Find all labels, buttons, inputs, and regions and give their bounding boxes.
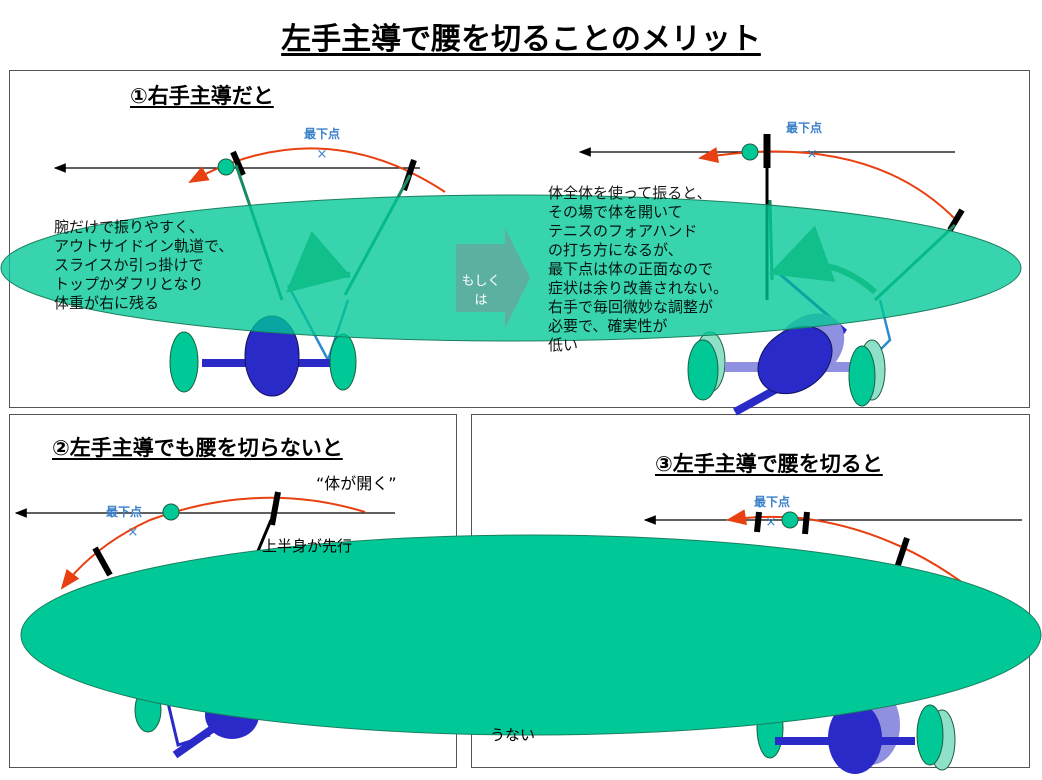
panel-2-title: ②左手主導でも腰を切らないと <box>52 436 343 460</box>
left-foot <box>169 331 199 393</box>
lowest-point-mark: × <box>766 515 777 530</box>
club-head-left <box>754 511 762 533</box>
lowest-point-label-2: 最下点 <box>786 121 823 135</box>
hip-line <box>775 737 915 745</box>
lowest-point-label-3: 最下点 <box>106 505 143 519</box>
or-arrow <box>456 228 530 328</box>
lowest-point-label-4: 最下点 <box>754 495 791 509</box>
or-label: もしくは <box>461 274 501 308</box>
lowest-point-label-1: 最下点 <box>304 127 341 141</box>
slide-title: 左手主導で腰を切ることのメリット <box>281 22 761 57</box>
arms <box>163 689 211 747</box>
overlay-ellipse-bottom <box>20 534 1042 736</box>
hip <box>757 325 833 395</box>
lowest-point-mark: × <box>317 147 328 162</box>
right-foot <box>848 345 876 407</box>
ball <box>781 511 799 529</box>
ball <box>217 158 235 176</box>
club-head <box>92 546 113 577</box>
panel-1-title: ①右手主導だと <box>130 84 274 108</box>
club-head-right <box>802 511 810 535</box>
panel-1-left-text: 腕だけで振りやすく、 アウトサイドイン軌道で、 スライスか引っ掛けで トップかダ… <box>54 218 234 312</box>
body-opens-quote: “体が開く” <box>316 474 397 493</box>
club-head-top <box>269 491 281 526</box>
right-foot <box>916 704 944 766</box>
club-head-top <box>894 537 910 569</box>
ball <box>162 503 180 521</box>
panel-2-text: 上半身が先行 <box>262 537 353 555</box>
lowest-point-mark: × <box>128 525 139 540</box>
panel-3-title: ③左手主導で腰を切ると <box>655 452 883 476</box>
club-head <box>230 150 246 177</box>
left-foot <box>687 339 719 401</box>
panel-1-right-text: 体全体を使って振ると、 その場で体を開いて テニスのフォアハンド の打ち方になる… <box>548 184 729 354</box>
lowest-point-mark: × <box>807 147 818 162</box>
panel-3-text: うない <box>490 726 536 744</box>
ball <box>741 143 759 161</box>
swing-arc <box>726 509 986 601</box>
